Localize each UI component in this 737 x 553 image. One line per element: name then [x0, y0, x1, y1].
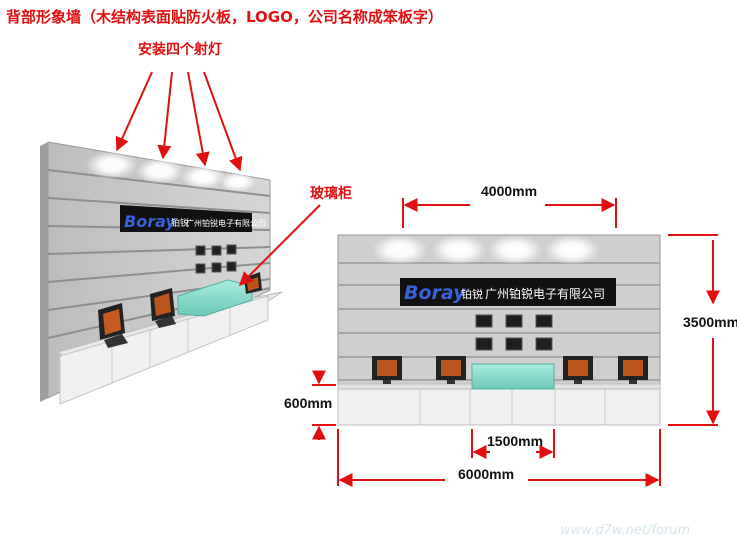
- company-name-front: 广州铂锐电子有限公司: [485, 286, 605, 301]
- dimension-600: [312, 370, 336, 440]
- company-name-left: 广州铂锐电子有限公司: [186, 218, 266, 228]
- dimension-1500-label: 1500mm: [487, 433, 543, 449]
- wall-frames-left: [195, 244, 237, 274]
- watermark: www.d7w.net/forum: [560, 523, 690, 538]
- spotlight-annotation: 安装四个射灯: [138, 41, 222, 58]
- front-counter: [337, 388, 661, 426]
- perspective-view: Boray 铂锐 广州铂锐电子有限公司: [40, 141, 283, 405]
- dimension-6000-label: 6000mm: [458, 466, 514, 482]
- dimension-600-label: 600mm: [284, 395, 332, 411]
- spotlights-left: [86, 151, 256, 192]
- dimension-1500: [471, 429, 555, 459]
- sign-board-front: [400, 278, 616, 306]
- wall-frames-front: [475, 314, 553, 351]
- dimension-3500: [668, 234, 720, 426]
- logo-text-front: Boray: [404, 282, 467, 304]
- front-view: Boray 铂锐 广州铂锐电子有限公司: [337, 234, 661, 426]
- glass-cabinet-arrow: [239, 204, 321, 286]
- glass-cabinet-left: [177, 279, 253, 317]
- logo-cn-left: 铂锐: [171, 217, 189, 229]
- monitors-front: [372, 356, 648, 384]
- spotlights-front: [372, 235, 600, 265]
- glass-cabinet-annotation: 玻璃柜: [310, 185, 352, 202]
- glass-cabinet-front: [471, 363, 555, 390]
- logo-cn-front: 铂锐: [461, 287, 483, 301]
- dimension-4000: [402, 198, 617, 228]
- dimension-3500-label: 3500mm: [683, 314, 737, 330]
- sign-board-left: [120, 205, 252, 232]
- logo-text-left: Boray: [124, 212, 176, 231]
- dimension-4000-label: 4000mm: [481, 183, 537, 199]
- spotlight-arrows: [115, 71, 243, 172]
- title-annotation: 背部形象墙（木结构表面贴防火板，LOGO，公司名称成笨板字）: [6, 8, 443, 26]
- dimension-6000: [337, 429, 661, 487]
- wall-edge: [40, 142, 48, 402]
